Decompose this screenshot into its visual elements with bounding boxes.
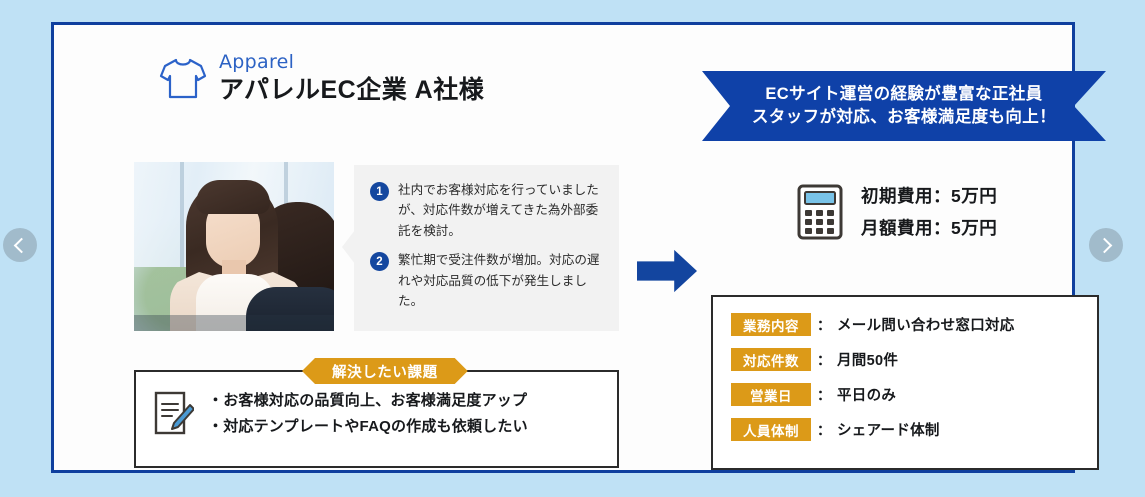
photo-person-back-shoulder (246, 287, 334, 331)
customer-photo (134, 162, 334, 331)
spec-colon: ： (817, 386, 831, 403)
spec-value: 平日のみ (837, 388, 897, 404)
issue-line-2: ・対応テンプレートやFAQの作成も依頼したい (208, 418, 528, 436)
spec-value: シェアード体制 (837, 423, 940, 439)
list-item-text: 社内でお客様対応を行っていましたが、対応件数が増えてきた為外部委託を検討。 (398, 183, 599, 238)
flow-arrow-icon (637, 249, 697, 293)
list-item-number: 1 (370, 182, 389, 201)
table-row: 営業日 ： 平日のみ (731, 383, 1097, 406)
list-item-text: 繁忙期で受注件数が増加。対応の遅れや対応品質の低下が発生しました。 (398, 253, 600, 308)
situation-bubble: 1 社内でお客様対応を行っていましたが、対応件数が増えてきた為外部委託を検討。 … (354, 165, 619, 331)
carousel-next-button[interactable] (1089, 228, 1123, 262)
chevron-left-icon (13, 237, 30, 253)
issue-tag: 解決したい課題 (302, 358, 468, 384)
tshirt-icon (159, 58, 207, 99)
table-row: 対応件数 ： 月間50件 (731, 348, 1097, 371)
list-item: 2 繁忙期で受注件数が増加。対応の遅れや対応品質の低下が発生しました。 (354, 250, 619, 311)
list-item: 1 社内でお客様対応を行っていましたが、対応件数が増えてきた為外部委託を検討。 (354, 165, 619, 241)
document-pencil-icon (154, 392, 194, 435)
spec-label: 営業日 (731, 383, 811, 406)
header-eyebrow: Apparel (219, 51, 295, 73)
highlight-banner: ECサイト運営の経験が豊富な正社員 スタッフが対応、お客様満足度も向上！ (702, 71, 1106, 141)
card-header: Apparel アパレルEC企業 A社様 (159, 53, 484, 103)
issue-box: ・お客様対応の品質向上、お客様満足度アップ ・対応テンプレートやFAQの作成も依… (134, 370, 619, 468)
spec-label: 業務内容 (731, 313, 811, 336)
cost-initial: 初期費用：5万円 (861, 186, 998, 206)
carousel-prev-button[interactable] (3, 228, 37, 262)
spec-label: 対応件数 (731, 348, 811, 371)
chevron-right-icon (1096, 237, 1113, 253)
banner-line-1: ECサイト運営の経験が豊富な正社員 (765, 84, 1043, 103)
banner-line-2: スタッフが対応、お客様満足度も向上！ (751, 108, 1057, 126)
case-study-card: Apparel アパレルEC企業 A社様 ECサイト運営の経験が豊富な正社員 ス… (51, 22, 1075, 473)
issue-line-1: ・お客様対応の品質向上、お客様満足度アップ (208, 392, 528, 409)
spec-colon: ： (817, 316, 831, 333)
spec-label: 人員体制 (731, 418, 811, 441)
photo-desk (134, 315, 334, 331)
spec-table: 業務内容 ： メール問い合わせ窓口対応 対応件数 ： 月間50件 営業日 ： 平… (711, 295, 1099, 470)
photo-person-bangs (196, 180, 270, 214)
list-item-number: 2 (370, 252, 389, 272)
cost-section: 初期費用：5万円 月額費用：5万円 (797, 183, 997, 240)
table-row: 人員体制 ： シェアード体制 (731, 418, 1097, 441)
spec-value: メール問い合わせ窓口対応 (837, 318, 1015, 334)
photo-window-mullion (180, 162, 184, 267)
calculator-icon (797, 184, 843, 239)
spec-colon: ： (817, 421, 831, 438)
spec-value: 月間50件 (837, 353, 899, 369)
cost-monthly: 月額費用：5万円 (861, 218, 998, 238)
page-title: アパレルEC企業 A社様 (219, 76, 485, 104)
spec-colon: ： (817, 351, 831, 368)
table-row: 業務内容 ： メール問い合わせ窓口対応 (731, 313, 1097, 336)
